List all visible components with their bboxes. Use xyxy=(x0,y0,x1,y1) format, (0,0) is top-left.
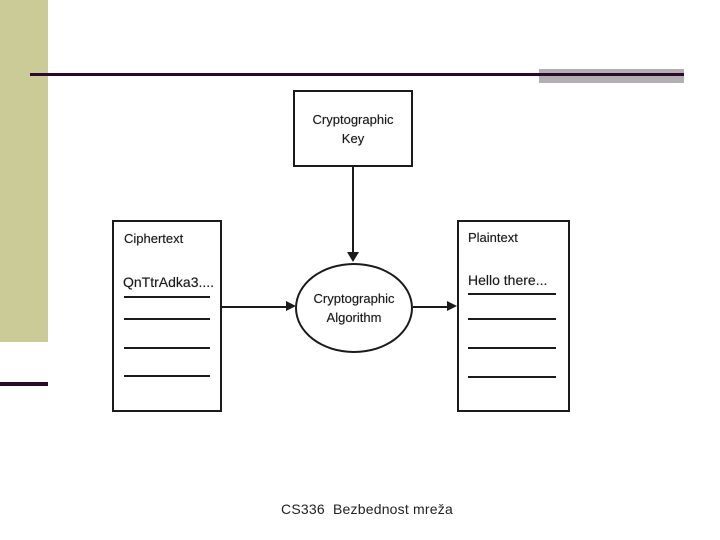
key-box-line1: Cryptographic xyxy=(312,111,394,127)
slide-caption: CS336 Bezbednost mreža xyxy=(281,501,453,517)
arrow-head-right-icon xyxy=(286,301,296,311)
ruled-line xyxy=(468,376,556,378)
algorithm-to-plaintext-arrow-shaft xyxy=(413,306,448,308)
ruled-line xyxy=(124,347,210,349)
cryptographic-key-box: Cryptographic Key xyxy=(293,90,413,167)
ruled-line xyxy=(468,347,556,349)
ruled-line xyxy=(124,375,210,377)
arrow-head-right-icon xyxy=(447,301,457,311)
key-box-line2: Key xyxy=(341,130,365,146)
arrow-head-down-icon xyxy=(347,252,359,262)
plaintext-box: Plaintext Hello there... xyxy=(457,220,570,412)
algorithm-line1: Cryptographic xyxy=(313,291,395,306)
ruled-line xyxy=(468,293,556,295)
cryptographic-algorithm-ellipse: Cryptographic Algorithm xyxy=(295,263,413,353)
ciphertext-to-algorithm-arrow-shaft xyxy=(222,306,287,308)
top-right-gray-bar xyxy=(539,69,684,83)
algorithm-line2: Algorithm xyxy=(326,310,382,325)
plaintext-sample-text: Hello there... xyxy=(468,272,548,288)
ciphertext-sample-text: QnTtrAdka3.... xyxy=(123,274,215,290)
left-accent-bar xyxy=(0,0,48,342)
cryptographic-key-label: Cryptographic Key xyxy=(313,110,394,148)
cryptographic-algorithm-label: Cryptographic Algorithm xyxy=(314,289,395,327)
top-divider-line xyxy=(30,73,684,76)
plaintext-title: Plaintext xyxy=(468,230,518,245)
left-small-divider xyxy=(0,382,48,386)
ruled-line xyxy=(468,318,556,320)
ruled-line xyxy=(124,296,210,298)
ciphertext-box: Ciphertext QnTtrAdka3.... xyxy=(112,220,222,412)
ruled-line xyxy=(124,318,210,320)
key-to-algorithm-arrow-shaft xyxy=(352,167,354,253)
ciphertext-title: Ciphertext xyxy=(124,231,184,246)
